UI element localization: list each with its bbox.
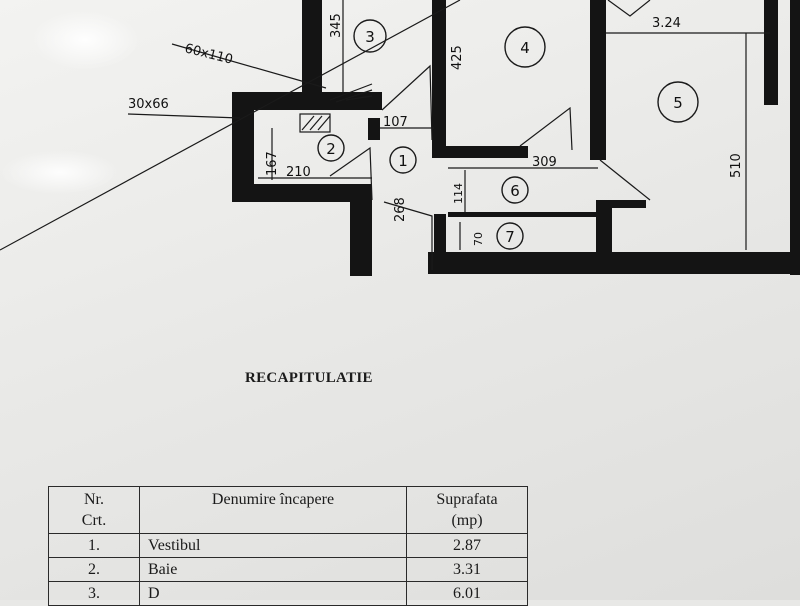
room-marker	[504, 26, 546, 68]
wall	[368, 118, 380, 140]
wall	[596, 206, 612, 256]
table-row: 2. Baie 3.31	[48, 557, 528, 582]
room-name: Vestibul	[139, 533, 407, 558]
wall	[432, 0, 446, 158]
room-summary-table: Nr. Crt. Denumire încapere Suprafata (mp…	[48, 486, 528, 606]
wall	[232, 92, 382, 110]
dimension-line	[0, 0, 461, 251]
room-marker	[389, 146, 417, 174]
dimension-label: 3.24	[652, 16, 681, 31]
dimension-label: 345	[329, 13, 344, 38]
light-glare	[30, 10, 140, 70]
table-row: 3. D 6.01	[48, 581, 528, 606]
row-number: 2.	[48, 557, 140, 582]
table-header-row: Nr. Crt. Denumire încapere Suprafata (mp…	[48, 486, 528, 534]
wall	[434, 214, 446, 254]
shaft	[299, 113, 331, 133]
dimension-label: 30x66	[128, 97, 169, 112]
light-glare	[0, 150, 120, 195]
header-area: Suprafata (mp)	[406, 486, 528, 534]
dimension-label: 210	[286, 165, 311, 180]
room-number: 3	[365, 28, 375, 46]
direction-arrow	[329, 146, 373, 201]
wall	[790, 0, 800, 275]
header-room-name: Denumire încapere	[139, 486, 407, 534]
room-marker	[353, 19, 387, 53]
wall	[432, 146, 528, 158]
room-name: D	[139, 581, 407, 606]
wall	[350, 184, 372, 276]
room-marker	[657, 81, 699, 123]
room-area: 3.31	[406, 557, 528, 582]
wall	[596, 200, 646, 208]
dimension-label: 425	[450, 45, 465, 70]
room-number: 4	[520, 39, 530, 57]
wall	[764, 0, 778, 105]
row-number: 1.	[48, 533, 140, 558]
wall	[448, 212, 598, 217]
dimension-label: 114	[452, 183, 465, 204]
wall	[302, 0, 322, 102]
room-number: 5	[673, 94, 683, 112]
room-number: 2	[326, 140, 336, 158]
wall	[232, 92, 254, 200]
wall	[428, 252, 800, 274]
wall	[590, 0, 606, 160]
dimension-label: 510	[729, 153, 744, 178]
door-swing	[599, 159, 651, 201]
room-area: 6.01	[406, 581, 528, 606]
leader-line	[171, 43, 327, 89]
dimension-label: 60x110	[183, 41, 234, 67]
door-swing	[519, 106, 573, 151]
dimension-label: 268	[393, 197, 408, 222]
table-row: 1. Vestibul 2.87	[48, 533, 528, 558]
dimension-label: 107	[383, 115, 408, 130]
room-area: 2.87	[406, 533, 528, 558]
door-swing	[383, 201, 433, 270]
room-number: 1	[398, 152, 408, 170]
door-swing	[381, 64, 433, 141]
room-marker	[501, 176, 529, 204]
room-number: 7	[505, 228, 515, 246]
dimension-label: 167	[265, 151, 280, 176]
wall	[232, 184, 372, 202]
recap-heading: RECAPITULATIE	[245, 370, 373, 386]
window-mark	[607, 0, 651, 17]
row-number: 3.	[48, 581, 140, 606]
leader-line	[127, 113, 241, 119]
room-marker	[496, 222, 524, 250]
dimension-label: 309	[532, 155, 557, 170]
room-number: 6	[510, 182, 520, 200]
header-nr: Nr. Crt.	[48, 486, 140, 534]
dimension-label: 70	[472, 232, 485, 246]
room-marker	[317, 134, 345, 162]
room-name: Baie	[139, 557, 407, 582]
